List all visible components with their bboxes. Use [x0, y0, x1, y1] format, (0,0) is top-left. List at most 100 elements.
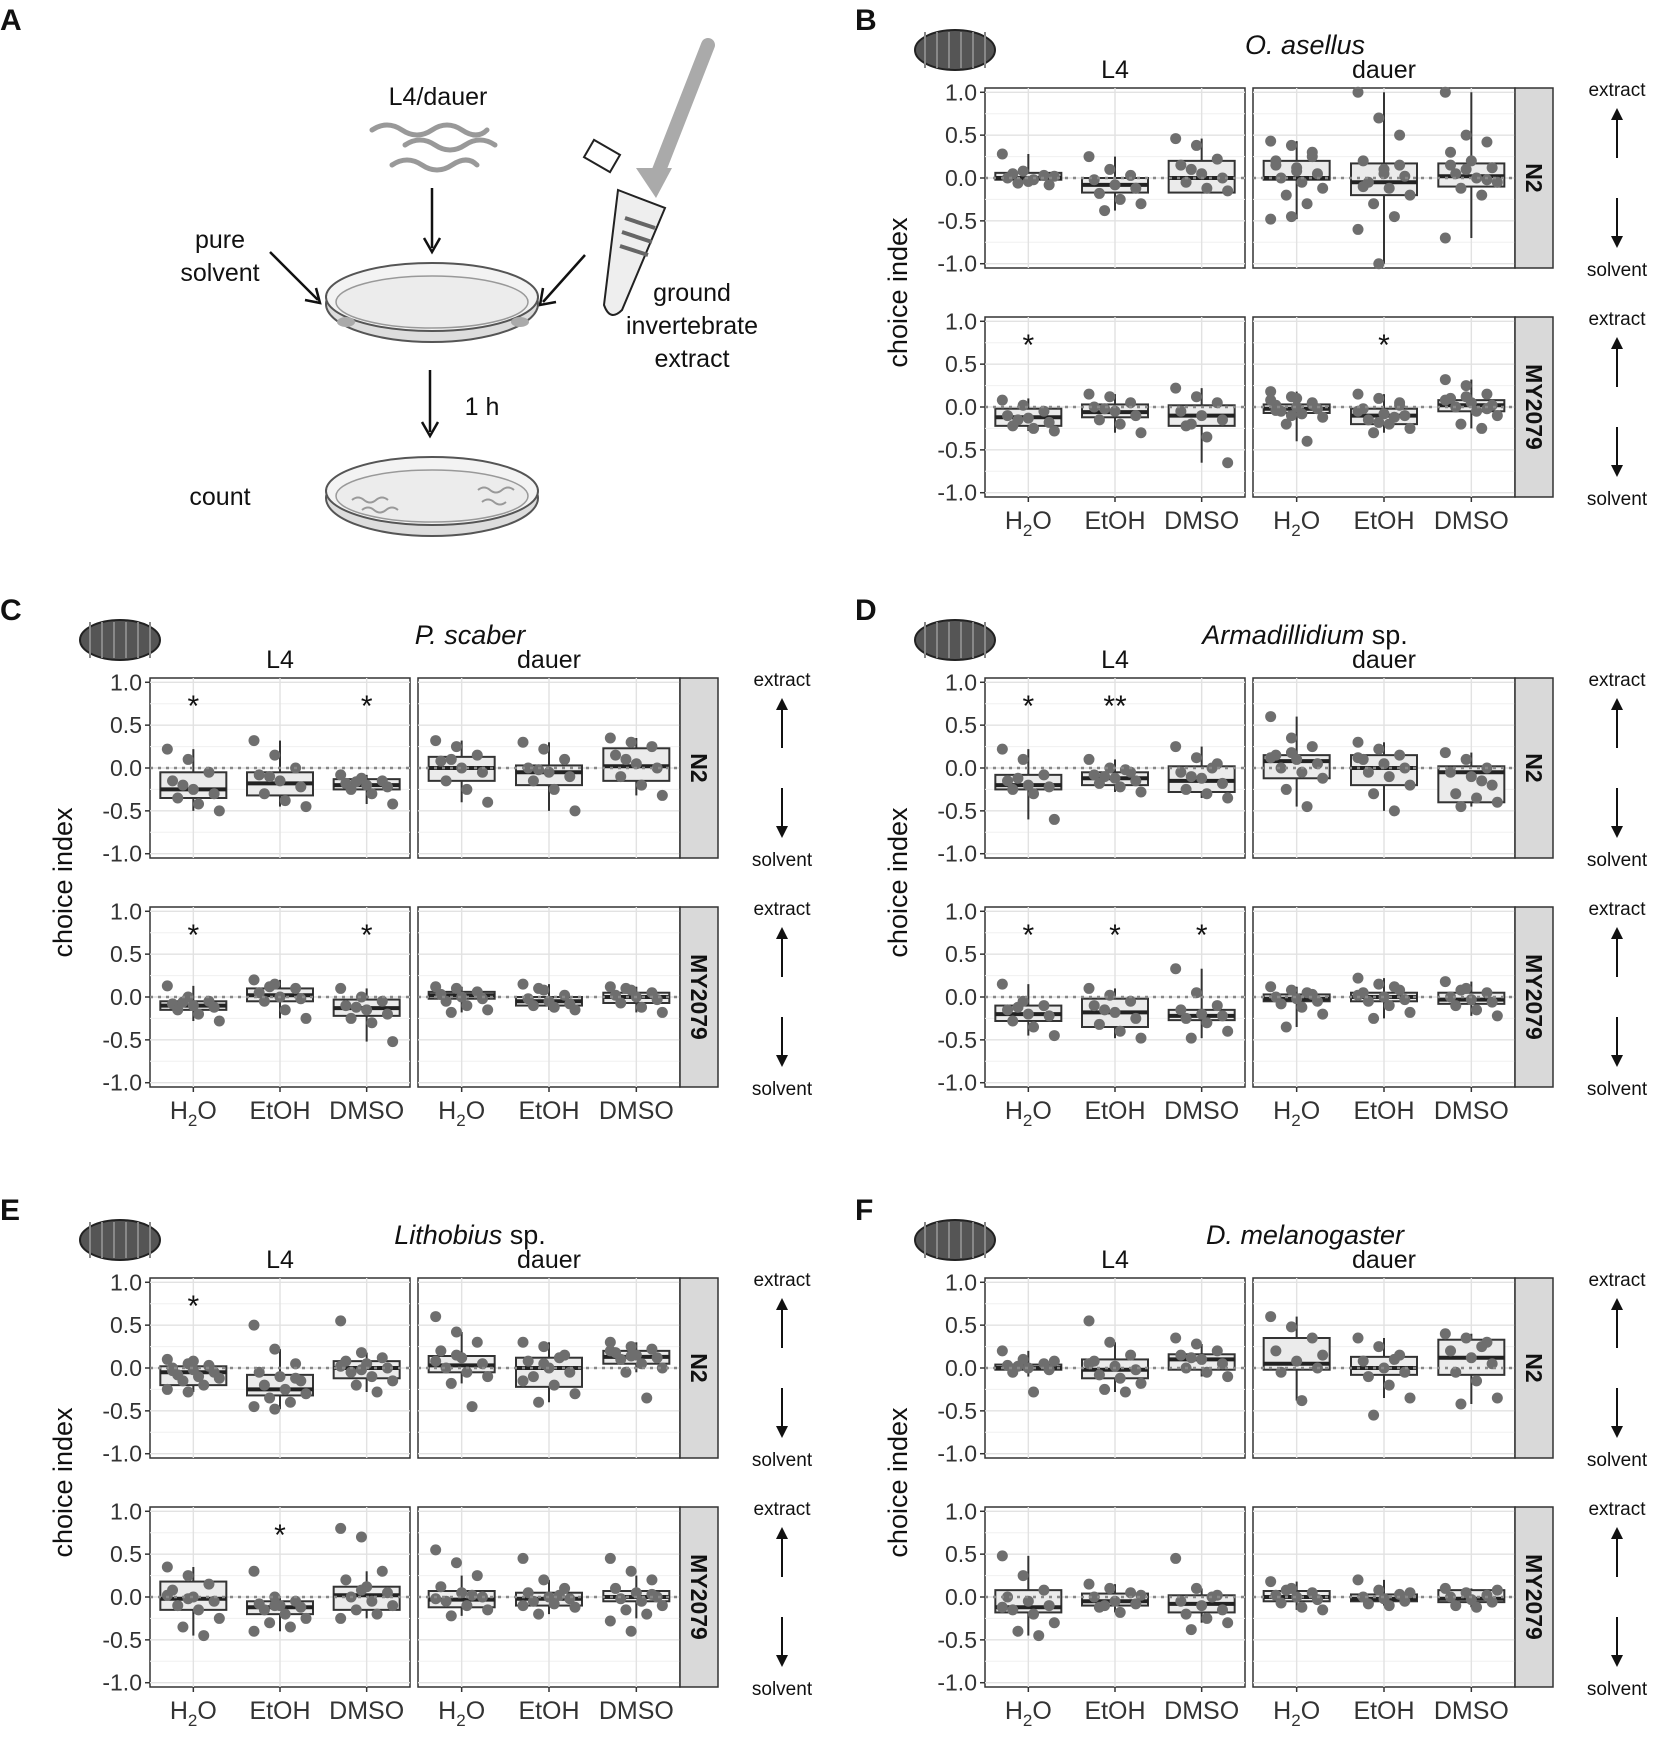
data-point — [274, 775, 286, 787]
data-point — [182, 1593, 194, 1605]
data-point — [1280, 783, 1292, 795]
data-point — [1265, 711, 1277, 723]
facet-cell-dauer-n2 — [1252, 1277, 1516, 1459]
data-point — [636, 1001, 648, 1013]
data-point — [1445, 991, 1457, 1003]
data-point — [1399, 762, 1411, 774]
strip-my2079 — [679, 1506, 719, 1688]
data-point — [1119, 764, 1131, 776]
box-dmso: * — [1167, 919, 1236, 1044]
box-etoh — [1350, 972, 1418, 1024]
data-point — [1043, 1010, 1055, 1022]
data-point — [656, 1600, 668, 1612]
data-point — [1135, 1032, 1147, 1044]
data-point — [1088, 401, 1100, 413]
data-point — [620, 982, 632, 994]
data-point — [355, 1347, 367, 1359]
data-point — [1270, 1345, 1282, 1357]
data-point — [1476, 422, 1488, 434]
data-point — [1285, 1321, 1297, 1333]
data-point — [1222, 457, 1234, 469]
data-point — [1022, 779, 1034, 791]
box-dmso — [332, 1315, 401, 1398]
data-point — [167, 775, 179, 787]
data-point — [1196, 168, 1208, 180]
data-point — [522, 1355, 534, 1367]
direction-arrow — [776, 698, 788, 838]
data-point — [1017, 1570, 1029, 1582]
data-point — [1388, 411, 1400, 423]
data-point — [1460, 163, 1472, 175]
data-point — [1306, 741, 1318, 753]
data-point — [1357, 181, 1369, 193]
data-point — [376, 1352, 388, 1364]
strip-label: N2 — [686, 753, 712, 782]
data-point — [1317, 1008, 1329, 1020]
facet-cell-l4-n2: 1.00.50.0-0.5-1.0 — [937, 1269, 1246, 1467]
data-point — [1135, 786, 1147, 798]
direction-arrow — [776, 1298, 788, 1438]
data-point — [430, 1311, 442, 1323]
data-point — [1114, 1025, 1126, 1037]
strip-label: N2 — [1521, 753, 1547, 782]
data-point — [1201, 1612, 1213, 1624]
y-tick-label: 0.0 — [945, 1584, 977, 1610]
data-point — [182, 1386, 194, 1398]
data-point — [1491, 1392, 1503, 1404]
data-point — [1383, 1600, 1395, 1612]
species-title: O. asellus — [1245, 30, 1365, 60]
data-point — [187, 1000, 199, 1012]
data-point — [1404, 1006, 1416, 1018]
data-point — [1125, 995, 1137, 1007]
data-point — [1135, 1377, 1147, 1389]
data-point — [387, 798, 399, 810]
box-dmso — [1437, 86, 1506, 244]
significance-marker: * — [361, 690, 373, 723]
box-h2o — [1262, 386, 1331, 447]
data-point — [1404, 422, 1416, 434]
data-point — [198, 1630, 210, 1642]
data-point — [208, 788, 220, 800]
data-point — [482, 1371, 494, 1383]
data-point — [1460, 753, 1472, 765]
data-point — [161, 743, 173, 755]
data-point — [1460, 391, 1472, 403]
y-tick-label: -0.5 — [102, 1027, 142, 1053]
facet-label-dauer: dauer — [517, 646, 581, 674]
data-point — [517, 978, 529, 990]
data-point — [1265, 1311, 1277, 1323]
data-point — [1306, 1332, 1318, 1344]
data-point — [1038, 169, 1050, 181]
data-point — [345, 783, 357, 795]
x-tick-label: DMSO — [1434, 1697, 1509, 1725]
data-point — [381, 1362, 393, 1374]
y-tick-label: -0.5 — [937, 437, 977, 463]
data-point — [248, 1625, 260, 1637]
data-point — [1206, 762, 1218, 774]
direction-label-extract: extract — [1588, 899, 1646, 920]
data-point — [636, 779, 648, 791]
data-point — [1265, 394, 1277, 406]
data-point — [1093, 414, 1105, 426]
x-tick-label: EtOH — [1084, 1097, 1145, 1125]
direction-label-solvent: solvent — [1587, 489, 1648, 510]
data-point — [269, 1600, 281, 1612]
data-point — [1471, 1601, 1483, 1613]
y-tick-label: -0.5 — [937, 798, 977, 824]
box-etoh — [246, 1319, 314, 1415]
strip-label: MY2079 — [686, 1554, 712, 1640]
data-point — [208, 1001, 220, 1013]
data-point — [651, 994, 663, 1006]
data-point — [1404, 189, 1416, 201]
data-point — [1114, 193, 1126, 205]
data-point — [300, 801, 312, 813]
worms-label: L4/dauer — [389, 83, 488, 111]
data-point — [1388, 1353, 1400, 1365]
data-point — [1093, 1018, 1105, 1030]
data-point — [161, 980, 173, 992]
data-point — [1180, 783, 1192, 795]
data-point — [284, 1396, 296, 1408]
